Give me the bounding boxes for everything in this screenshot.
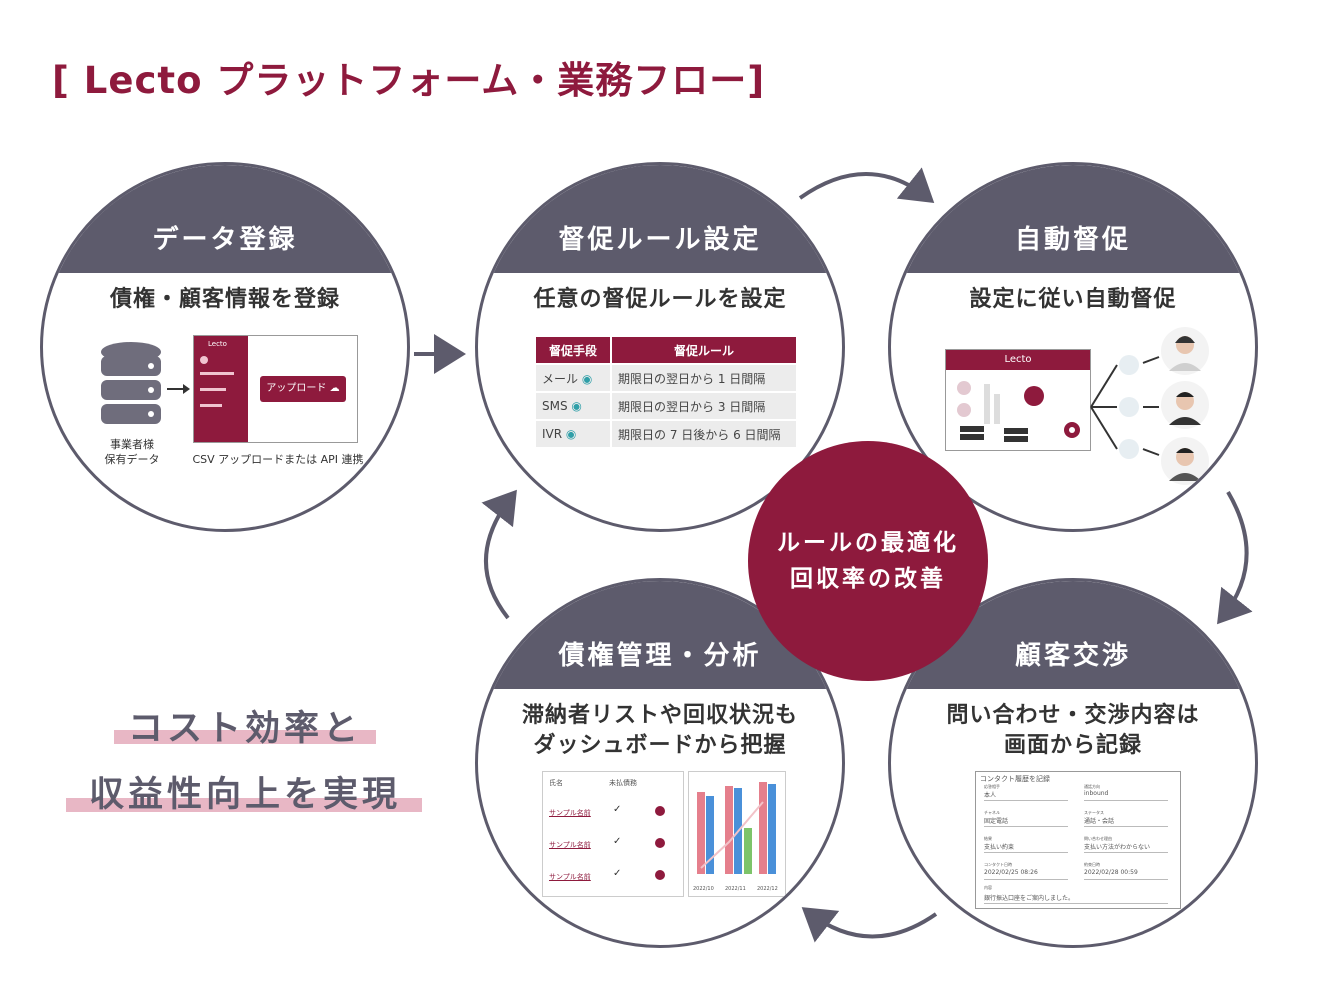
field-value[interactable]: 支払い方法がわからない — [1084, 844, 1151, 851]
table-row: メール ◉ 期限日の翌日から 1 日間隔 — [534, 363, 798, 393]
field-value[interactable]: 支払い約束 — [984, 844, 1015, 851]
center-line2: 回収率の改善 — [790, 566, 946, 592]
check-icon: ✓ — [613, 868, 622, 879]
upload-button-label: アップロード — [266, 383, 327, 394]
form-title: コンタクト履歴を記録 — [980, 775, 1050, 783]
check-icon: ✓ — [613, 804, 622, 815]
alert-icon — [655, 870, 665, 880]
page-title: [ Lecto プラットフォーム・業務フロー] — [52, 59, 766, 102]
field-label: 内容 — [984, 885, 992, 890]
list-item[interactable]: サンプル名前 — [549, 809, 591, 817]
step-title: 債権管理・分析 — [558, 641, 762, 671]
list-header-unpaid: 未払債務 — [609, 779, 637, 787]
tagline-line2: 収益性向上を実現 — [88, 775, 401, 815]
lecto-dashboard-screen: Lecto — [945, 349, 1091, 451]
sms-icon: ◉ — [571, 399, 582, 413]
step-title: 自動督促 — [1014, 225, 1131, 255]
field-value[interactable]: 通話・会話 — [1084, 818, 1115, 825]
step-subtitle-line1: 問い合わせ・交渉内容は — [946, 703, 1200, 728]
step-data-registration: データ登録 債権・顧客情報を登録 事業者様 保有データ Lecto アップロード… — [40, 162, 410, 532]
chart-date: 2022/12 — [757, 886, 778, 892]
bar-chart-graphic — [697, 782, 776, 874]
arrow-negotiation-to-analysis — [801, 907, 938, 943]
rule-cell: 期限日の翌日から 1 日間隔 — [610, 363, 798, 393]
upload-caption: CSV アップロードまたは API 連携 — [192, 453, 364, 466]
field-value[interactable]: 2022/02/28 00:59 — [1084, 869, 1138, 876]
rule-cell: 期限日の翌日から 3 日間隔 — [610, 391, 798, 421]
rule-cell: 期限日の 7 日後から 6 日間隔 — [610, 419, 798, 449]
customer-avatar-icon — [1161, 437, 1209, 485]
database-icon — [101, 342, 161, 424]
field-label: 通話方向 — [1084, 784, 1100, 789]
list-header-name: 氏名 — [549, 779, 563, 787]
step-title: 顧客交渉 — [1014, 641, 1131, 671]
rule-table: 督促手段 督促ルール メール ◉ 期限日の翌日から 1 日間隔 SMS ◉ 期限… — [534, 335, 798, 449]
step-negotiation: 顧客交渉 問い合わせ・交渉内容は 画面から記録 コンタクト履歴を記録 応答相手 … — [888, 578, 1258, 948]
alert-icon — [655, 838, 665, 848]
chart-date: 2022/11 — [725, 886, 746, 892]
step-auto-reminder: 自動督促 設定に従い自動督促 Lecto — [888, 162, 1258, 532]
field-label: 問い合わせ理由 — [1084, 836, 1112, 841]
method-cell: SMS — [542, 399, 568, 413]
step-rule-setting: 督促ルール設定 任意の督促ルールを設定 督促手段 督促ルール メール ◉ 期限日… — [475, 162, 845, 532]
tagline-line1: コスト効率と — [127, 709, 362, 749]
db-label-line2: 保有データ — [104, 453, 160, 466]
center-goal: ルールの最適化 回収率の改善 — [748, 441, 988, 681]
center-line1: ルールの最適化 — [777, 530, 959, 556]
phone-icon: ◉ — [565, 427, 577, 441]
step-subtitle: 債権・顧客情報を登録 — [109, 287, 340, 312]
dashboard-graphics-icon — [957, 381, 1080, 442]
check-icon: ✓ — [613, 836, 622, 847]
table-row: SMS ◉ 期限日の翌日から 3 日間隔 — [534, 391, 798, 421]
step-subtitle-line2: ダッシュボードから把握 — [533, 733, 787, 758]
mail-icon: ◉ — [581, 371, 593, 386]
list-item[interactable]: サンプル名前 — [549, 841, 591, 849]
chart-date: 2022/10 — [693, 886, 714, 892]
step-subtitle-line2: 画面から記録 — [1003, 733, 1142, 758]
db-label-line1: 事業者様 — [110, 438, 154, 451]
contact-form: コンタクト履歴を記録 応答相手 本人 通話方向 inbound チャネル 固定電… — [975, 771, 1181, 909]
step-subtitle: 任意の督促ルールを設定 — [533, 287, 787, 312]
cloud-upload-icon: ☁ — [329, 383, 340, 394]
table-header-method: 督促手段 — [534, 335, 612, 365]
table-header-rule: 督促ルール — [610, 335, 798, 365]
lecto-logo: Lecto — [1004, 354, 1032, 365]
alert-icon — [655, 806, 665, 816]
customer-avatar-icon — [1161, 327, 1209, 375]
field-label: 応答相手 — [984, 784, 1000, 789]
field-value[interactable]: 本人 — [984, 792, 997, 799]
field-value[interactable]: inbound — [1084, 790, 1109, 797]
customer-avatar-icon — [1161, 381, 1209, 429]
table-row: IVR ◉ 期限日の 7 日後から 6 日間隔 — [534, 419, 798, 449]
highlight-bar — [114, 730, 376, 744]
method-cell: IVR — [542, 427, 563, 441]
upload-screen: Lecto アップロード ☁ — [193, 335, 358, 443]
step-title: 督促ルール設定 — [558, 225, 762, 255]
upload-button[interactable]: アップロード ☁ — [260, 376, 346, 402]
field-label: チャネル — [984, 810, 1000, 815]
step-subtitle-line1: 滞納者リストや回収状況も — [521, 703, 798, 728]
collection-chart: 2022/10 2022/11 2022/12 — [688, 771, 786, 897]
distribution-arrows — [1090, 355, 1160, 459]
arrow-icon — [167, 384, 190, 394]
highlight-bar — [66, 798, 422, 812]
field-label: 約束日時 — [1084, 862, 1100, 867]
method-cell: メール — [542, 371, 579, 386]
field-value[interactable]: 2022/02/25 08:26 — [984, 869, 1038, 876]
field-label: ステータス — [1084, 810, 1104, 815]
step-title: データ登録 — [152, 225, 298, 255]
field-label: 結果 — [984, 836, 992, 841]
field-label: コンタクト日時 — [984, 862, 1012, 867]
list-item[interactable]: サンプル名前 — [549, 873, 591, 881]
lecto-logo: Lecto — [208, 340, 227, 348]
step-subtitle: 設定に従い自動督促 — [969, 287, 1177, 312]
delinquent-list: 氏名 未払債務 サンプル名前 サンプル名前 サンプル名前 ✓ ✓ ✓ — [542, 771, 684, 897]
field-value[interactable]: 銀行振込口座をご案内しました。 — [984, 895, 1075, 902]
field-value[interactable]: 固定電話 — [984, 818, 1009, 825]
